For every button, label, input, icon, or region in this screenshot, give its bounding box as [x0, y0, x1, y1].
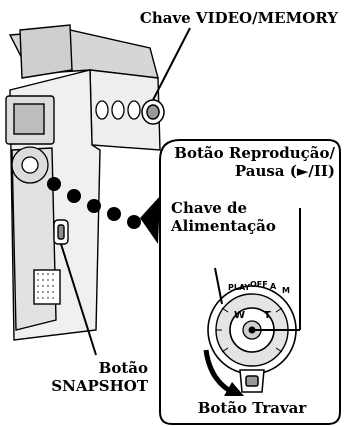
label-power-line1: Chave de: [171, 199, 248, 217]
label-play-pause-line1: Botão Reprodução/: [174, 144, 335, 162]
dial-marks: PLAY OFF A M W T: [228, 280, 290, 321]
label-video-memory: Chave VIDEO/MEMORY: [139, 9, 338, 27]
zoom-dots: [47, 177, 160, 244]
mark-play: PLAY: [228, 283, 250, 292]
power-dial: [207, 285, 297, 375]
camcorder-illustration: [5, 24, 161, 341]
body-dial: [11, 146, 49, 184]
label-snapshot-line2: SNAPSHOT: [51, 377, 148, 395]
mark-wide: W: [234, 310, 245, 321]
mark-off: OFF: [250, 280, 268, 289]
label-power-line2: Alimentação: [171, 217, 276, 235]
label-snapshot-line1: Botão: [98, 359, 148, 377]
mark-tele: T: [264, 310, 271, 321]
mark-auto: A: [270, 282, 277, 291]
leader-snapshot: [60, 243, 97, 356]
lock-button: [239, 369, 265, 393]
top-buttons: [95, 100, 141, 120]
rotation-arrowhead: [224, 382, 244, 396]
label-lock-button: Botão Travar: [197, 399, 307, 417]
label-play-pause-line2: Pausa (►/II): [234, 162, 335, 180]
leader-video-memory: [152, 27, 191, 101]
video-memory-switch: [141, 99, 165, 125]
mark-manual: M: [282, 286, 290, 295]
speaker-grille: [37, 273, 54, 299]
leader-power: [214, 267, 223, 305]
snapshot-button: [53, 219, 69, 245]
